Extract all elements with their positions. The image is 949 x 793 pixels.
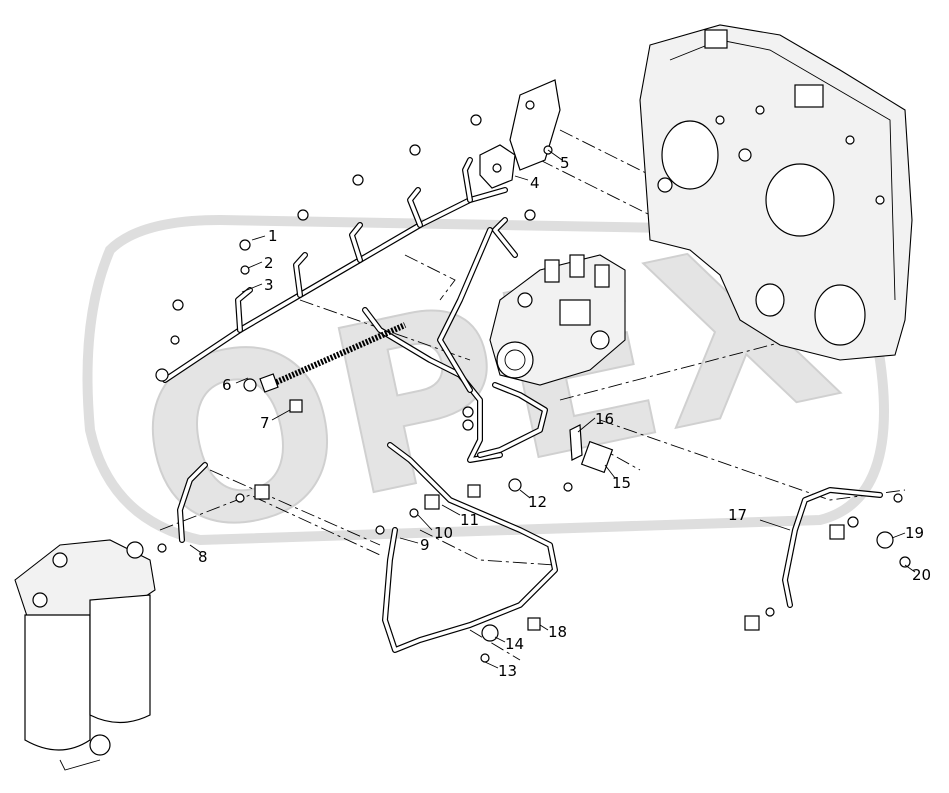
callout-20: 20 — [912, 566, 931, 584]
braided-hose — [259, 322, 407, 393]
callout-labels: 1 2 3 4 5 6 7 8 9 10 11 12 13 14 15 16 1… — [198, 154, 931, 680]
callout-12: 12 — [528, 493, 547, 511]
fuel-pipes — [177, 217, 883, 653]
callout-9: 9 — [420, 536, 430, 554]
callout-14: 14 — [505, 635, 524, 653]
leader-lines — [189, 149, 916, 669]
small-parts — [155, 114, 911, 663]
callout-3: 3 — [264, 276, 274, 294]
callout-11: 11 — [460, 511, 479, 529]
callout-18: 18 — [548, 623, 567, 641]
fuel-filter — [14, 539, 156, 771]
callout-6: 6 — [222, 376, 232, 394]
callout-10: 10 — [434, 524, 453, 542]
callout-5: 5 — [560, 154, 570, 172]
injection-pump — [489, 254, 626, 386]
engine-housing — [639, 24, 913, 361]
callout-13: 13 — [498, 662, 517, 680]
callout-4: 4 — [530, 174, 540, 192]
callout-7: 7 — [260, 414, 270, 432]
callout-16: 16 — [595, 410, 614, 428]
injection-lines — [162, 157, 508, 383]
callout-2: 2 — [264, 254, 274, 272]
mounting-bracket — [509, 79, 561, 171]
callout-17: 17 — [728, 506, 747, 524]
callout-1: 1 — [268, 227, 278, 245]
callout-8: 8 — [198, 548, 208, 566]
callout-19: 19 — [905, 524, 924, 542]
clamp-block — [479, 144, 516, 189]
callout-15: 15 — [612, 474, 631, 492]
